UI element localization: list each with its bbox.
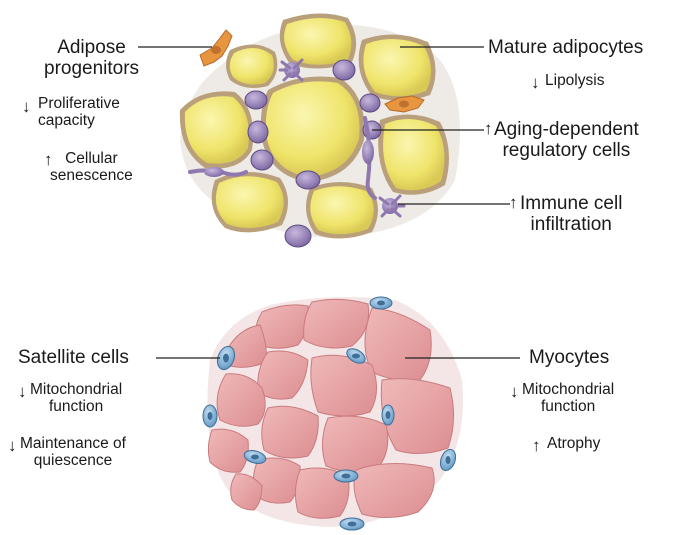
satellite-cells-label: Satellite cells — [18, 347, 129, 368]
proliferative-capacity-label: Proliferative capacity — [38, 95, 120, 130]
down-arrow-icon: ↓ — [8, 436, 17, 455]
adipose-progenitors-label: Adipose progenitors — [44, 37, 140, 80]
adipose-pointer-lines — [138, 46, 510, 205]
adipocyte — [306, 182, 378, 239]
myocyte-mitochondrial-function-label: Mitochondrial function — [522, 381, 615, 416]
down-arrow-icon: ↓ — [22, 97, 31, 116]
up-arrow-icon: ↑ — [44, 150, 53, 169]
myocytes-label: Myocytes — [529, 347, 610, 368]
adipocyte — [211, 171, 289, 233]
lipolysis-label: Lipolysis — [545, 72, 605, 89]
adipose-progenitor-cell — [199, 29, 425, 113]
adipocyte — [279, 13, 357, 69]
immune-cell-spiky — [278, 58, 406, 218]
regulatory-cell — [188, 116, 377, 200]
adipocyte — [226, 44, 278, 88]
up-arrow-icon: ↑ — [532, 436, 541, 455]
down-arrow-icon: ↓ — [18, 382, 27, 401]
aging-dependent-regulatory-cells-label: Aging-dependent regulatory cells — [494, 119, 639, 162]
up-arrow-icon: ↑ — [484, 119, 493, 138]
immune-cell-infiltration-label: Immune cell infiltration — [520, 193, 623, 236]
muscle-tissue-cluster — [202, 296, 464, 531]
down-arrow-icon: ↓ — [510, 382, 519, 401]
adipocyte — [358, 34, 436, 101]
adipose-tissue-cluster — [179, 13, 460, 248]
maintenance-of-quiescence-label: Maintenance of quiescence — [20, 435, 126, 470]
satellite-cell — [202, 296, 457, 531]
cellular-senescence-label: Cellular senescence — [50, 150, 133, 185]
mature-adipocytes-label: Mature adipocytes — [488, 37, 644, 58]
up-arrow-icon: ↑ — [509, 193, 518, 212]
adipocyte — [378, 114, 449, 195]
myocyte — [207, 298, 454, 519]
adipocyte — [260, 76, 365, 182]
mitochondrial-function-label: Mitochondrial function — [30, 381, 123, 416]
satellite-nucleus — [207, 300, 451, 527]
atrophy-label: Atrophy — [547, 435, 601, 452]
adipocyte — [179, 91, 254, 169]
down-arrow-icon: ↓ — [531, 73, 540, 92]
